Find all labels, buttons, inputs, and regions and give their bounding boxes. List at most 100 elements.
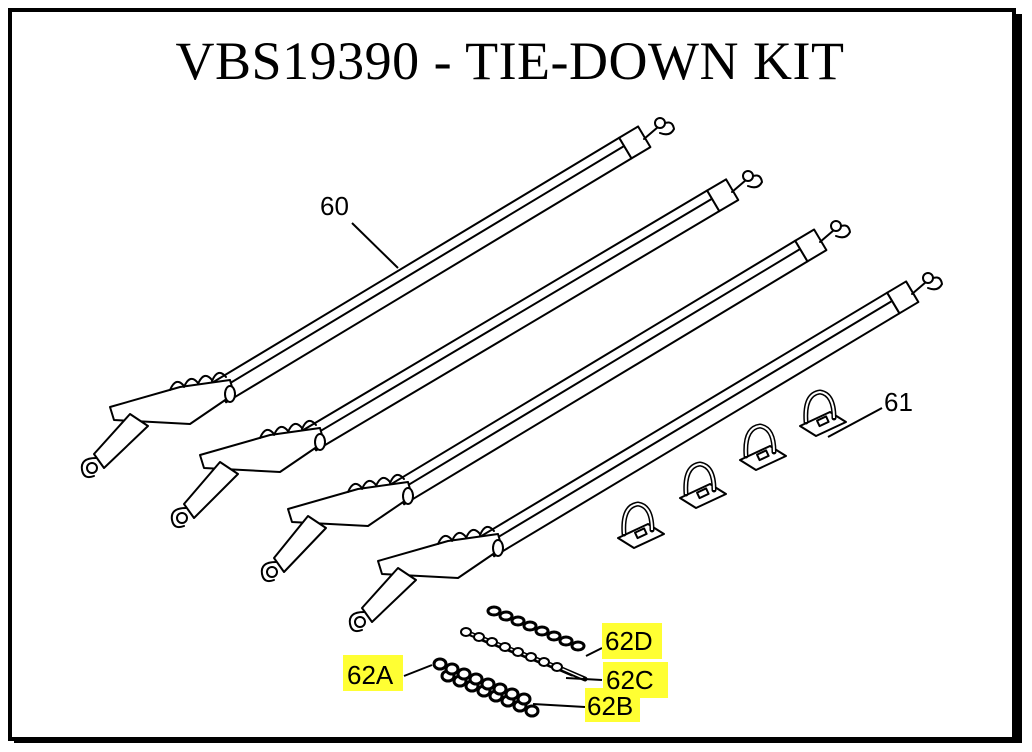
- nut: [570, 640, 586, 652]
- tail-hook: [348, 611, 365, 633]
- bolt-head: [486, 637, 498, 647]
- bolt-head: [512, 647, 524, 657]
- strap-hook-eye: [742, 170, 754, 182]
- strap-sleeve: [618, 125, 652, 160]
- tie-down-straps: [80, 117, 943, 633]
- d-ring-4: [799, 389, 847, 437]
- strap-tail: [183, 461, 239, 519]
- hardware-set: [432, 605, 588, 718]
- ratchet-spool: [314, 433, 326, 451]
- d-ring-slot: [816, 415, 830, 428]
- ratchet-gear: [375, 476, 391, 487]
- nut: [486, 605, 502, 617]
- strap-tail: [361, 567, 417, 623]
- ratchet-gear: [259, 428, 275, 439]
- nut: [498, 610, 514, 622]
- washer-a: [468, 672, 484, 686]
- strap-hook-eye: [922, 272, 934, 284]
- d-ring-1: [617, 501, 665, 549]
- callout-highlight-62a: [343, 655, 403, 691]
- ratchet-gear: [183, 377, 199, 388]
- ratchet-gear: [273, 425, 289, 436]
- ratchet-gear: [287, 422, 303, 433]
- d-ring-slot: [696, 487, 710, 500]
- strap-tail: [273, 515, 327, 573]
- strap-hook-eye: [830, 220, 842, 232]
- d-ring-loop-highlight: [622, 502, 653, 535]
- strap-4: [348, 272, 943, 633]
- washer-a: [480, 677, 496, 691]
- ratchet-gear: [197, 374, 213, 385]
- d-ring-slot: [634, 527, 648, 540]
- nut: [558, 635, 574, 647]
- callout-leader-60: [351, 222, 399, 269]
- callout-62d: 62D: [605, 626, 653, 656]
- ratchet-gear: [451, 531, 467, 542]
- strap-2: [170, 170, 763, 529]
- ratchet-gear: [465, 528, 481, 539]
- tail-hook-eye: [266, 566, 278, 578]
- ratchet-gear: [169, 380, 185, 391]
- nut: [522, 620, 538, 632]
- washer-a: [516, 692, 532, 706]
- d-rings: [617, 389, 847, 549]
- strap-1: [80, 117, 675, 479]
- tail-hook: [80, 457, 97, 479]
- d-ring-loop-highlight: [744, 424, 775, 457]
- tail-hook-eye: [86, 462, 98, 474]
- bolt-head: [499, 642, 511, 652]
- d-ring-loop-highlight: [804, 390, 835, 423]
- bolt-head: [525, 652, 537, 662]
- bolt-highlight: [558, 666, 584, 679]
- frame-shadow-right: [1016, 14, 1022, 741]
- washer-a: [432, 657, 448, 671]
- ratchet-gear: [301, 419, 317, 430]
- tail-hook-eye: [176, 512, 188, 524]
- washer-a: [456, 667, 472, 681]
- callout-62c: 62C: [606, 665, 654, 695]
- callout-leader-61: [827, 407, 883, 438]
- diagram-title: VBS19390 - TIE-DOWN KIT: [175, 31, 845, 91]
- ratchet-gear: [389, 473, 405, 484]
- washer-b: [524, 704, 540, 718]
- callout-61: 61: [884, 387, 913, 417]
- nut: [510, 615, 526, 627]
- ratchet-spool: [492, 539, 504, 557]
- callout-60: 60: [320, 191, 349, 221]
- d-ring-loop-highlight: [684, 462, 715, 495]
- tail-hook: [170, 507, 187, 529]
- callout-62a: 62A: [347, 660, 394, 690]
- bolt-head: [473, 632, 485, 642]
- strap-tail: [93, 413, 149, 469]
- ratchet-gear: [211, 371, 227, 382]
- callout-leader-62b: [532, 703, 586, 708]
- strap-3: [260, 220, 851, 583]
- washer-a: [444, 662, 460, 676]
- callout-highlight-62d: [602, 623, 662, 659]
- ratchet-spool: [402, 487, 414, 505]
- washer-a: [492, 682, 508, 696]
- strap-sleeve: [886, 280, 920, 315]
- callout-leader-62d: [585, 647, 603, 657]
- callout-highlight-62c: [603, 662, 668, 698]
- callout-62b: 62B: [587, 691, 633, 721]
- strap-webbing-fold: [395, 248, 802, 493]
- tail-hook: [260, 561, 277, 583]
- strap-hook-eye: [654, 117, 666, 129]
- ratchet-gear: [347, 482, 363, 493]
- strap-sleeve: [706, 178, 740, 213]
- callout-leader-62c: [565, 677, 603, 681]
- d-ring-slot: [756, 449, 770, 462]
- tail-hook-eye: [354, 616, 366, 628]
- strap-webbing-fold: [217, 145, 626, 391]
- callout-leader-62a: [403, 664, 433, 677]
- bolt-head: [551, 662, 563, 672]
- ratchet-gear: [479, 525, 495, 536]
- strap-webbing-fold: [485, 299, 894, 545]
- ratchet-gear: [437, 534, 453, 545]
- bolt-head: [460, 627, 472, 637]
- frame-shadow-bottom: [14, 737, 1022, 743]
- nut: [534, 625, 550, 637]
- strap-webbing-fold: [307, 197, 714, 439]
